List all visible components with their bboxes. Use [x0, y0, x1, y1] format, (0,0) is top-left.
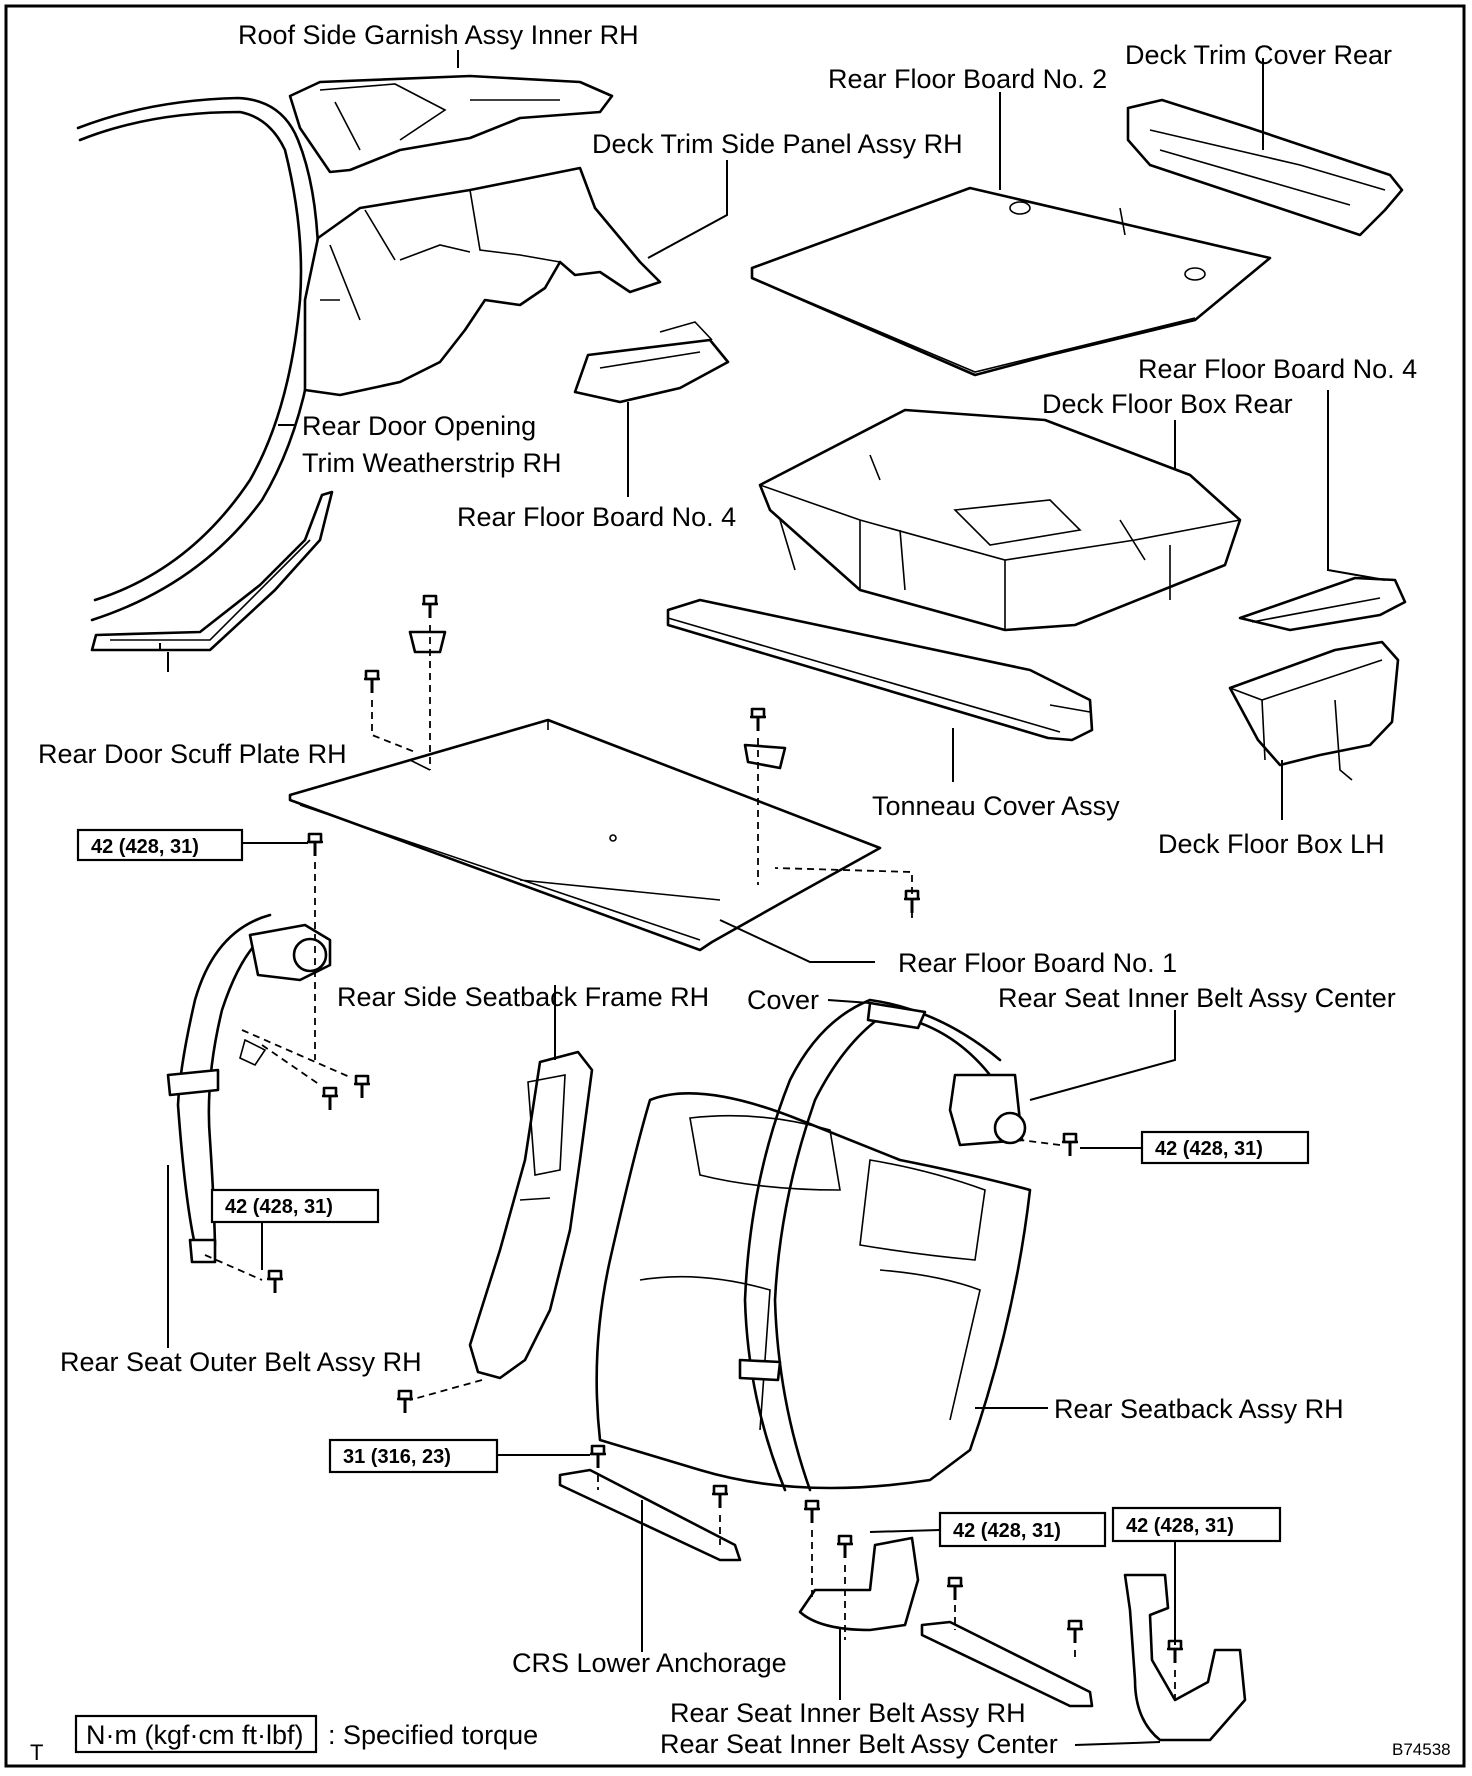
weatherstrip-part [76, 96, 320, 622]
scuff-plate-part [90, 490, 334, 652]
label-deck-floor-box-lh: Deck Floor Box LH [1158, 829, 1385, 859]
deck-floor-box-lh-part [1228, 640, 1400, 767]
label-rear-seat-inner-belt-rh: Rear Seat Inner Belt Assy RH [670, 1698, 1026, 1728]
floor-board-2-part [750, 186, 1272, 377]
floor-board-4-left-part [573, 338, 730, 404]
label-tonneau-cover: Tonneau Cover Assy [872, 791, 1120, 821]
crs-anchor-right-part [920, 1620, 1094, 1708]
legend-unit: N·m (kgf·cm ft·lbf) [86, 1720, 303, 1750]
deck-floor-box-rear-part [758, 408, 1242, 632]
floor-board-4-right-part [1238, 576, 1407, 632]
figure-id: B74538 [1392, 1740, 1451, 1759]
corner-mark: T [30, 1740, 43, 1765]
torque-value-2: 42 (428, 31) [1155, 1138, 1263, 1160]
label-cover: Cover [747, 985, 819, 1015]
torque-value-5: 42 (428, 31) [953, 1520, 1061, 1542]
label-rear-seat-outer-belt: Rear Seat Outer Belt Assy RH [60, 1347, 422, 1377]
label-rear-floor-board-4-left: Rear Floor Board No. 4 [457, 502, 736, 532]
label-rear-seatback-assy: Rear Seatback Assy RH [1054, 1394, 1344, 1424]
inner-belt-buckle-rh-part [798, 1536, 920, 1632]
floor-board-1-part [288, 718, 882, 952]
label-crs-lower-anchorage: CRS Lower Anchorage [512, 1648, 787, 1678]
label-rear-side-seatback-frame: Rear Side Seatback Frame RH [337, 982, 709, 1012]
torque-value-1: 42 (428, 31) [91, 836, 199, 858]
tonneau-cover-part [666, 598, 1094, 742]
label-rear-seat-inner-belt-center-bottom: Rear Seat Inner Belt Assy Center [660, 1729, 1058, 1759]
label-rear-door-opening-line1: Rear Door Opening [302, 411, 536, 441]
torque-value-3: 42 (428, 31) [225, 1196, 333, 1218]
roof-garnish-part [288, 74, 614, 174]
label-rear-door-scuff-plate: Rear Door Scuff Plate RH [38, 739, 347, 769]
label-deck-floor-box-rear: Deck Floor Box Rear [1042, 389, 1293, 419]
side-seatback-frame-part [468, 1050, 594, 1380]
label-deck-trim-side-panel: Deck Trim Side Panel Assy RH [592, 129, 963, 159]
label-rear-floor-board-2: Rear Floor Board No. 2 [828, 64, 1107, 94]
torque-value-4: 31 (316, 23) [343, 1446, 451, 1468]
label-rear-floor-board-1: Rear Floor Board No. 1 [898, 948, 1177, 978]
deck-trim-cover-part [1126, 98, 1404, 237]
inner-belt-strap-part [743, 998, 1002, 1492]
legend-text: : Specified torque [328, 1720, 538, 1750]
label-roof-side-garnish: Roof Side Garnish Assy Inner RH [238, 20, 639, 50]
legend-unit-box [74, 1714, 318, 1754]
inner-belt-buckle-center-part [1123, 1573, 1247, 1742]
seatback-assy-part [595, 1092, 1032, 1490]
label-deck-trim-cover-rear: Deck Trim Cover Rear [1125, 40, 1392, 70]
torque-value-6: 42 (428, 31) [1126, 1515, 1234, 1537]
label-rear-seat-inner-belt-center-top: Rear Seat Inner Belt Assy Center [998, 983, 1396, 1013]
label-rear-floor-board-4-right: Rear Floor Board No. 4 [1138, 354, 1417, 384]
diagram-border [4, 4, 1466, 1768]
crs-anchor-left-part [558, 1468, 742, 1562]
label-rear-door-opening-line2: Trim Weatherstrip RH [302, 448, 562, 478]
